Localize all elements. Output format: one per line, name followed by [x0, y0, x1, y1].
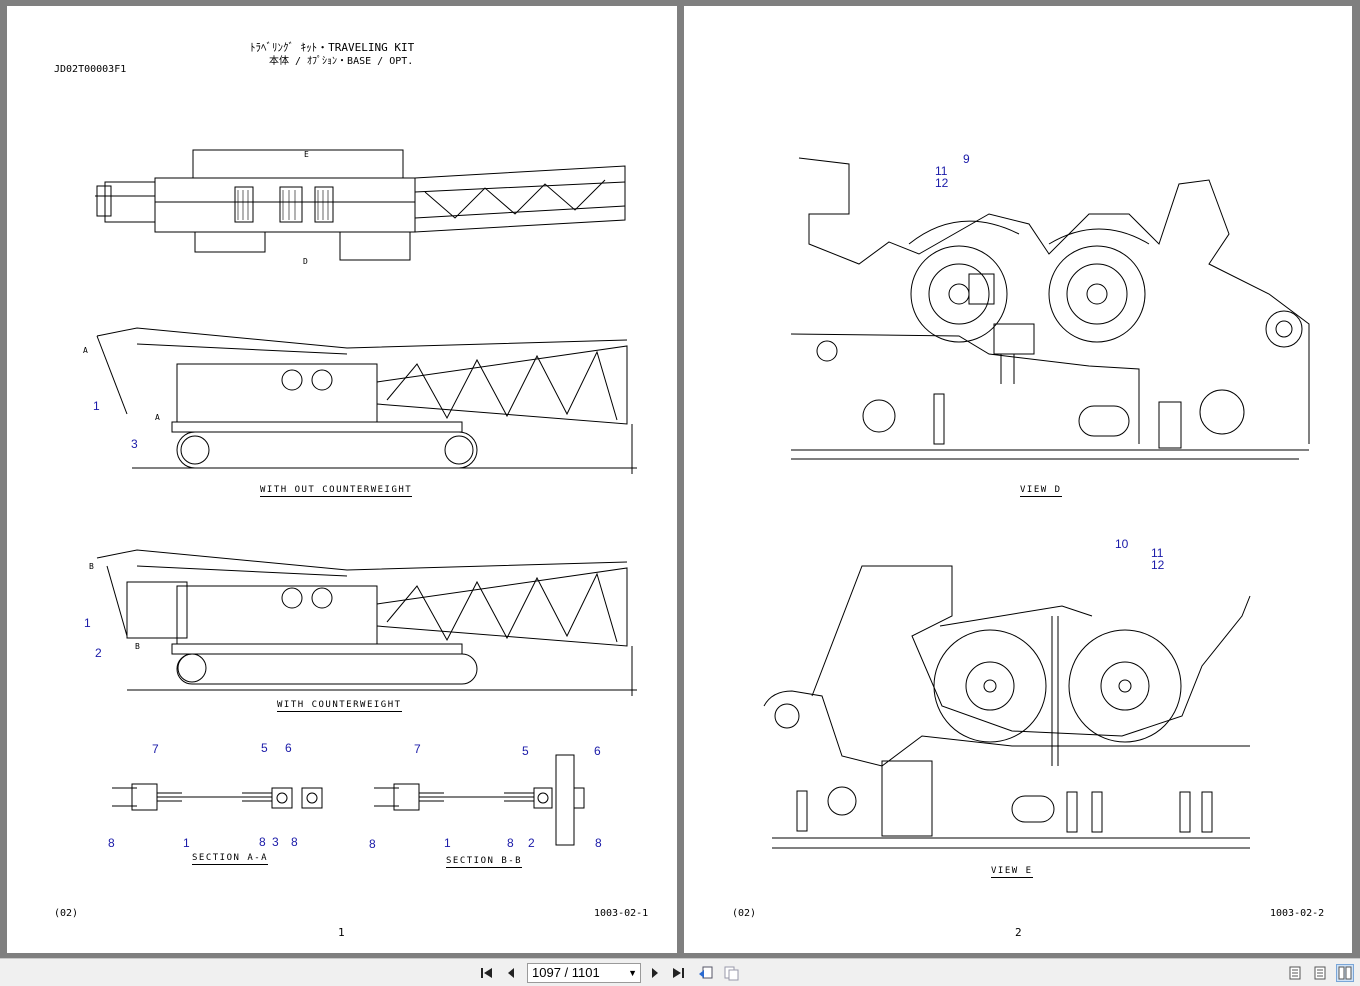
revision-left: (02) [54, 908, 79, 919]
sa-callout-5: 5 [261, 741, 268, 755]
sa-callout-1: 1 [183, 836, 190, 850]
navigation-toolbar: 1097 / 1101 ▼ [0, 958, 1360, 986]
callout-2-with: 2 [95, 646, 102, 660]
crane-side-without-counterweight-drawing [96, 327, 637, 474]
sb-callout-5: 5 [522, 744, 529, 758]
sa-callout-6: 6 [285, 741, 292, 755]
page-number-left: 1 [338, 926, 345, 939]
view-d-drawing [790, 157, 1310, 460]
sb-callout-2: 2 [528, 836, 535, 850]
first-page-icon[interactable] [478, 964, 496, 982]
caption-section-a: SECTION A-A [192, 853, 269, 865]
last-page-icon[interactable] [669, 964, 687, 982]
back-icon[interactable] [697, 964, 715, 982]
caption-with-counterweight: WITH COUNTERWEIGHT [277, 700, 402, 712]
caption-section-b: SECTION B-B [446, 856, 523, 868]
sa-callout-8-mid: 8 [259, 835, 266, 849]
sa-callout-8-right: 8 [291, 835, 298, 849]
section-b-drawing [374, 754, 585, 846]
sa-callout-3: 3 [272, 835, 279, 849]
sb-callout-6: 6 [594, 744, 601, 758]
sb-callout-7: 7 [414, 742, 421, 756]
sa-callout-8-left: 8 [108, 836, 115, 850]
chevron-down-icon: ▼ [628, 968, 637, 978]
page-number-select[interactable]: 1097 / 1101 ▼ [527, 963, 641, 983]
doc-title-line2: 本体 / ｵﾌﾟｼｮﾝ・BASE / OPT. [269, 56, 414, 67]
page-1: ﾄﾗﾍﾞﾘﾝｸﾞ ｷｯﾄ・TRAVELING KIT 本体 / ｵﾌﾟｼｮﾝ・B… [7, 6, 677, 953]
doc-title-line1: ﾄﾗﾍﾞﾘﾝｸﾞ ｷｯﾄ・TRAVELING KIT [250, 41, 415, 54]
view-d-callout-12: 12 [935, 176, 949, 190]
caption-view-d: VIEW D [1020, 485, 1062, 497]
sb-callout-1: 1 [444, 836, 451, 850]
callout-1-without: 1 [93, 399, 100, 413]
sb-callout-8-right: 8 [595, 836, 602, 850]
single-page-icon[interactable] [1286, 964, 1304, 982]
page-code-right: 1003-02-2 [1270, 908, 1325, 919]
prev-page-icon[interactable] [502, 964, 520, 982]
view-e-callout-11: 11 [1151, 546, 1164, 560]
caption-view-e: VIEW E [991, 866, 1033, 878]
section-b-marker-bottom: B [135, 642, 140, 651]
view-e-marker: E [304, 150, 309, 159]
crane-top-view-drawing [95, 149, 626, 261]
caption-without-counterweight: WITH OUT COUNTERWEIGHT [260, 485, 413, 497]
forward-icon[interactable] [722, 964, 740, 982]
view-d-callout-9: 9 [963, 152, 970, 166]
page-code-left: 1003-02-1 [594, 908, 649, 919]
continuous-icon[interactable] [1311, 964, 1329, 982]
sb-callout-8-mid: 8 [507, 836, 514, 850]
section-a-drawing [112, 783, 323, 811]
section-a-marker-top: A [83, 346, 88, 355]
page-number-right: 2 [1015, 926, 1022, 939]
crane-side-with-counterweight-drawing [96, 549, 637, 696]
page-indicator-text: 1097 / 1101 [532, 965, 600, 980]
revision-right: (02) [732, 908, 757, 919]
view-d-marker: D [303, 257, 308, 266]
document-viewer: ﾄﾗﾍﾞﾘﾝｸﾞ ｷｯﾄ・TRAVELING KIT 本体 / ｵﾌﾟｼｮﾝ・B… [7, 6, 1352, 953]
view-e-callout-12: 12 [1151, 558, 1165, 572]
callout-1-with: 1 [84, 616, 91, 630]
view-e-callout-10: 10 [1115, 537, 1129, 551]
sb-callout-8-left: 8 [369, 837, 376, 851]
two-page-icon[interactable] [1336, 964, 1354, 982]
view-d-callout-11: 11 [935, 164, 948, 178]
page-2: 11 12 9 VIEW D 10 [684, 6, 1352, 953]
sa-callout-7: 7 [152, 742, 159, 756]
callout-3-without: 3 [131, 437, 138, 451]
section-a-marker-bottom: A [155, 413, 160, 422]
section-b-marker-top: B [89, 562, 94, 571]
view-e-drawing [763, 565, 1251, 849]
doc-code: JD02T00003F1 [54, 64, 127, 75]
next-page-icon[interactable] [646, 964, 664, 982]
